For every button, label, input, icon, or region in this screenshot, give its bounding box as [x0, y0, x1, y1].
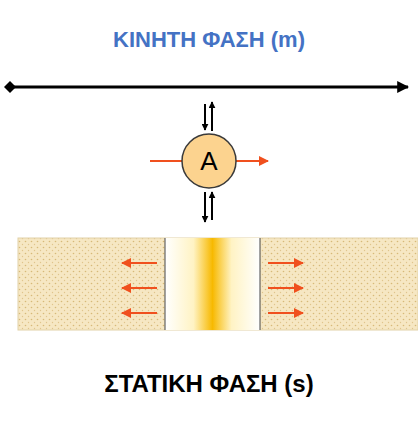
- phase-label: ΣΤΑΤΙΚΗ ΦΑΣΗ (s): [104, 370, 313, 398]
- mobile-phase-line: [12, 86, 408, 89]
- stationary-phase: [18, 238, 418, 330]
- exchange-arrow: [211, 192, 213, 220]
- diffusion-arrows: [122, 263, 303, 313]
- node-label: A: [181, 133, 237, 189]
- line-end-diamond: [4, 81, 16, 93]
- band-border: [260, 238, 261, 330]
- exchange-arrow: [211, 102, 213, 131]
- analyte-circle: A: [181, 133, 237, 189]
- diagram-title: ΚΙΝΗΤΗ ΦΑΣΗ (m): [113, 27, 305, 53]
- analyte-band: [165, 238, 260, 330]
- exchange-arrow: [204, 104, 206, 130]
- band-border: [165, 238, 166, 330]
- exchange-arrow: [204, 192, 206, 222]
